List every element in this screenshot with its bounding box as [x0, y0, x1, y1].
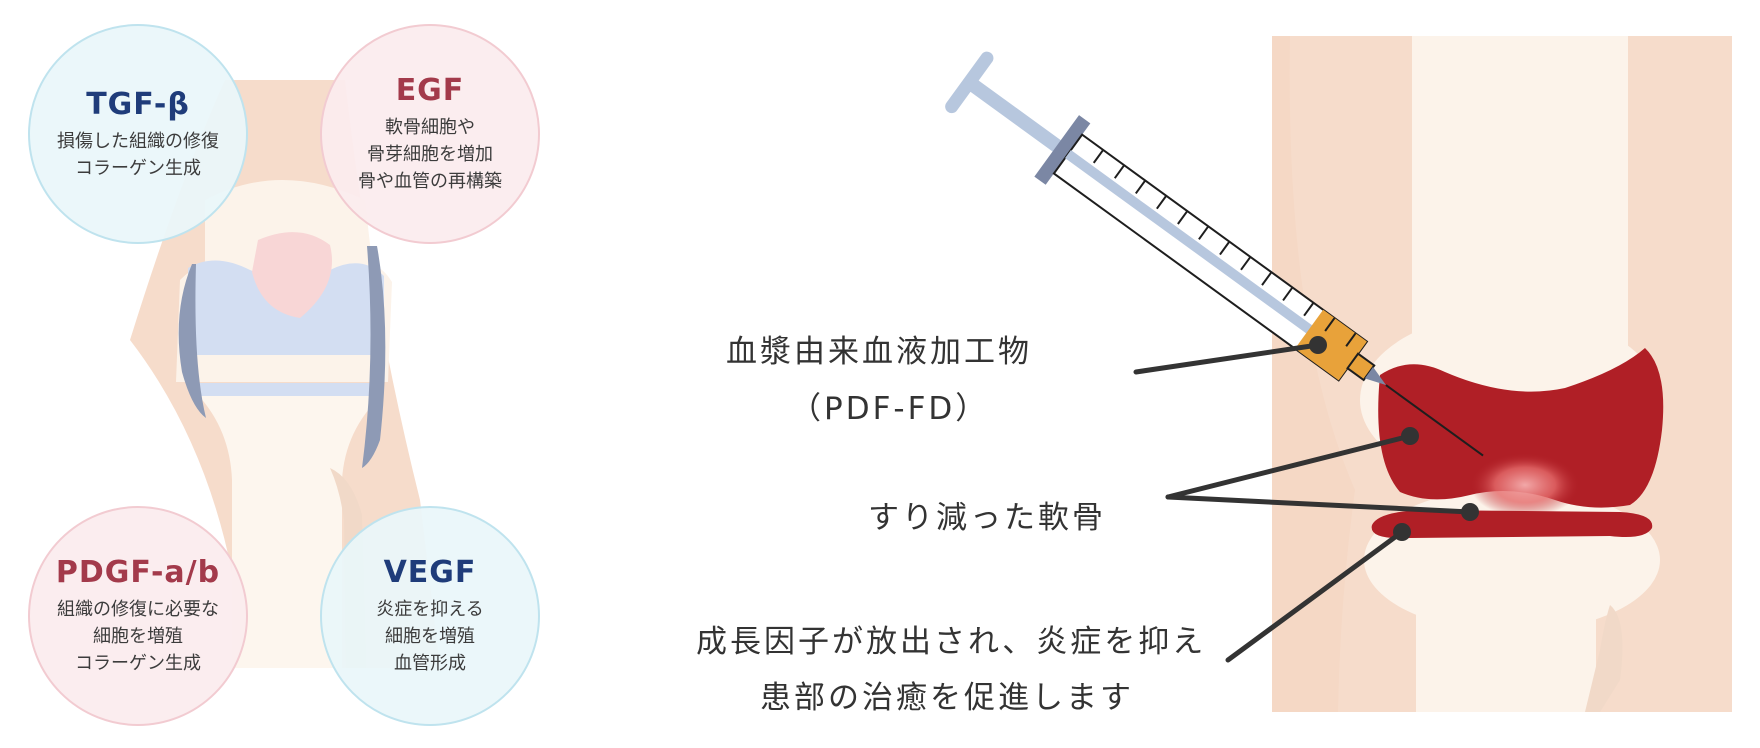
leader-line-worn-upper	[1165, 433, 1413, 500]
worn-cartilage-label: すり減った軟骨	[868, 500, 1106, 536]
factor-description-line: 血管形成	[394, 653, 466, 674]
leader-dot-injection	[1309, 336, 1327, 354]
factor-description-line: コラーゲン生成	[75, 157, 201, 179]
injection-abbreviation-label: （PDF-FD）	[790, 391, 990, 427]
leader-line-effect	[1225, 529, 1405, 663]
factor-circle-pdgf: PDGF-a/b 組織の修復に必要な 細胞を増殖 コラーゲン生成	[28, 506, 248, 726]
factor-description-line: コラーゲン生成	[75, 653, 201, 674]
factor-title: PDGF-a/b	[55, 555, 221, 590]
factor-description-line: 細胞を増殖	[385, 626, 475, 647]
factor-circle-egf: EGF 軟骨細胞や 骨芽細胞を増加 骨や血管の再構築	[320, 24, 540, 244]
syringe-icon	[945, 51, 1484, 457]
factor-description-line: 炎症を抑える	[376, 599, 484, 620]
leader-lines	[1133, 342, 1473, 663]
factor-circle-tgf-beta: TGF-β 損傷した組織の修復 コラーゲン生成	[28, 24, 248, 244]
factor-title: TGF-β	[86, 86, 190, 122]
knee-cross-section-illustration	[1272, 36, 1732, 712]
knee-anatomy-illustration	[130, 80, 440, 668]
factor-title: EGF	[395, 73, 465, 108]
leader-dot-worn-lower	[1461, 503, 1479, 521]
factor-description-line: 軟骨細胞や	[385, 117, 475, 138]
factor-title: VEGF	[383, 555, 477, 590]
factor-description-line: 骨や血管の再構築	[358, 171, 502, 192]
factor-description-line: 損傷した組織の修復	[57, 130, 219, 152]
factor-circle-vegf: VEGF 炎症を抑える 細胞を増殖 血管形成	[320, 506, 540, 726]
factor-description-line: 骨芽細胞を増加	[367, 144, 493, 165]
effect-label-line-2: 患部の治癒を促進します	[760, 680, 1134, 716]
injection-name-label: 血漿由来血液加工物	[726, 334, 1032, 370]
leader-line-injection	[1133, 342, 1321, 375]
effect-label-line-1: 成長因子が放出され、炎症を抑え	[696, 624, 1207, 660]
leader-line-worn-lower	[1165, 494, 1473, 515]
factor-description-line: 細胞を増殖	[93, 626, 183, 647]
leader-dot-worn-upper	[1401, 427, 1419, 445]
factor-description-line: 組織の修復に必要な	[57, 599, 219, 620]
leader-dot-effect	[1393, 523, 1411, 541]
